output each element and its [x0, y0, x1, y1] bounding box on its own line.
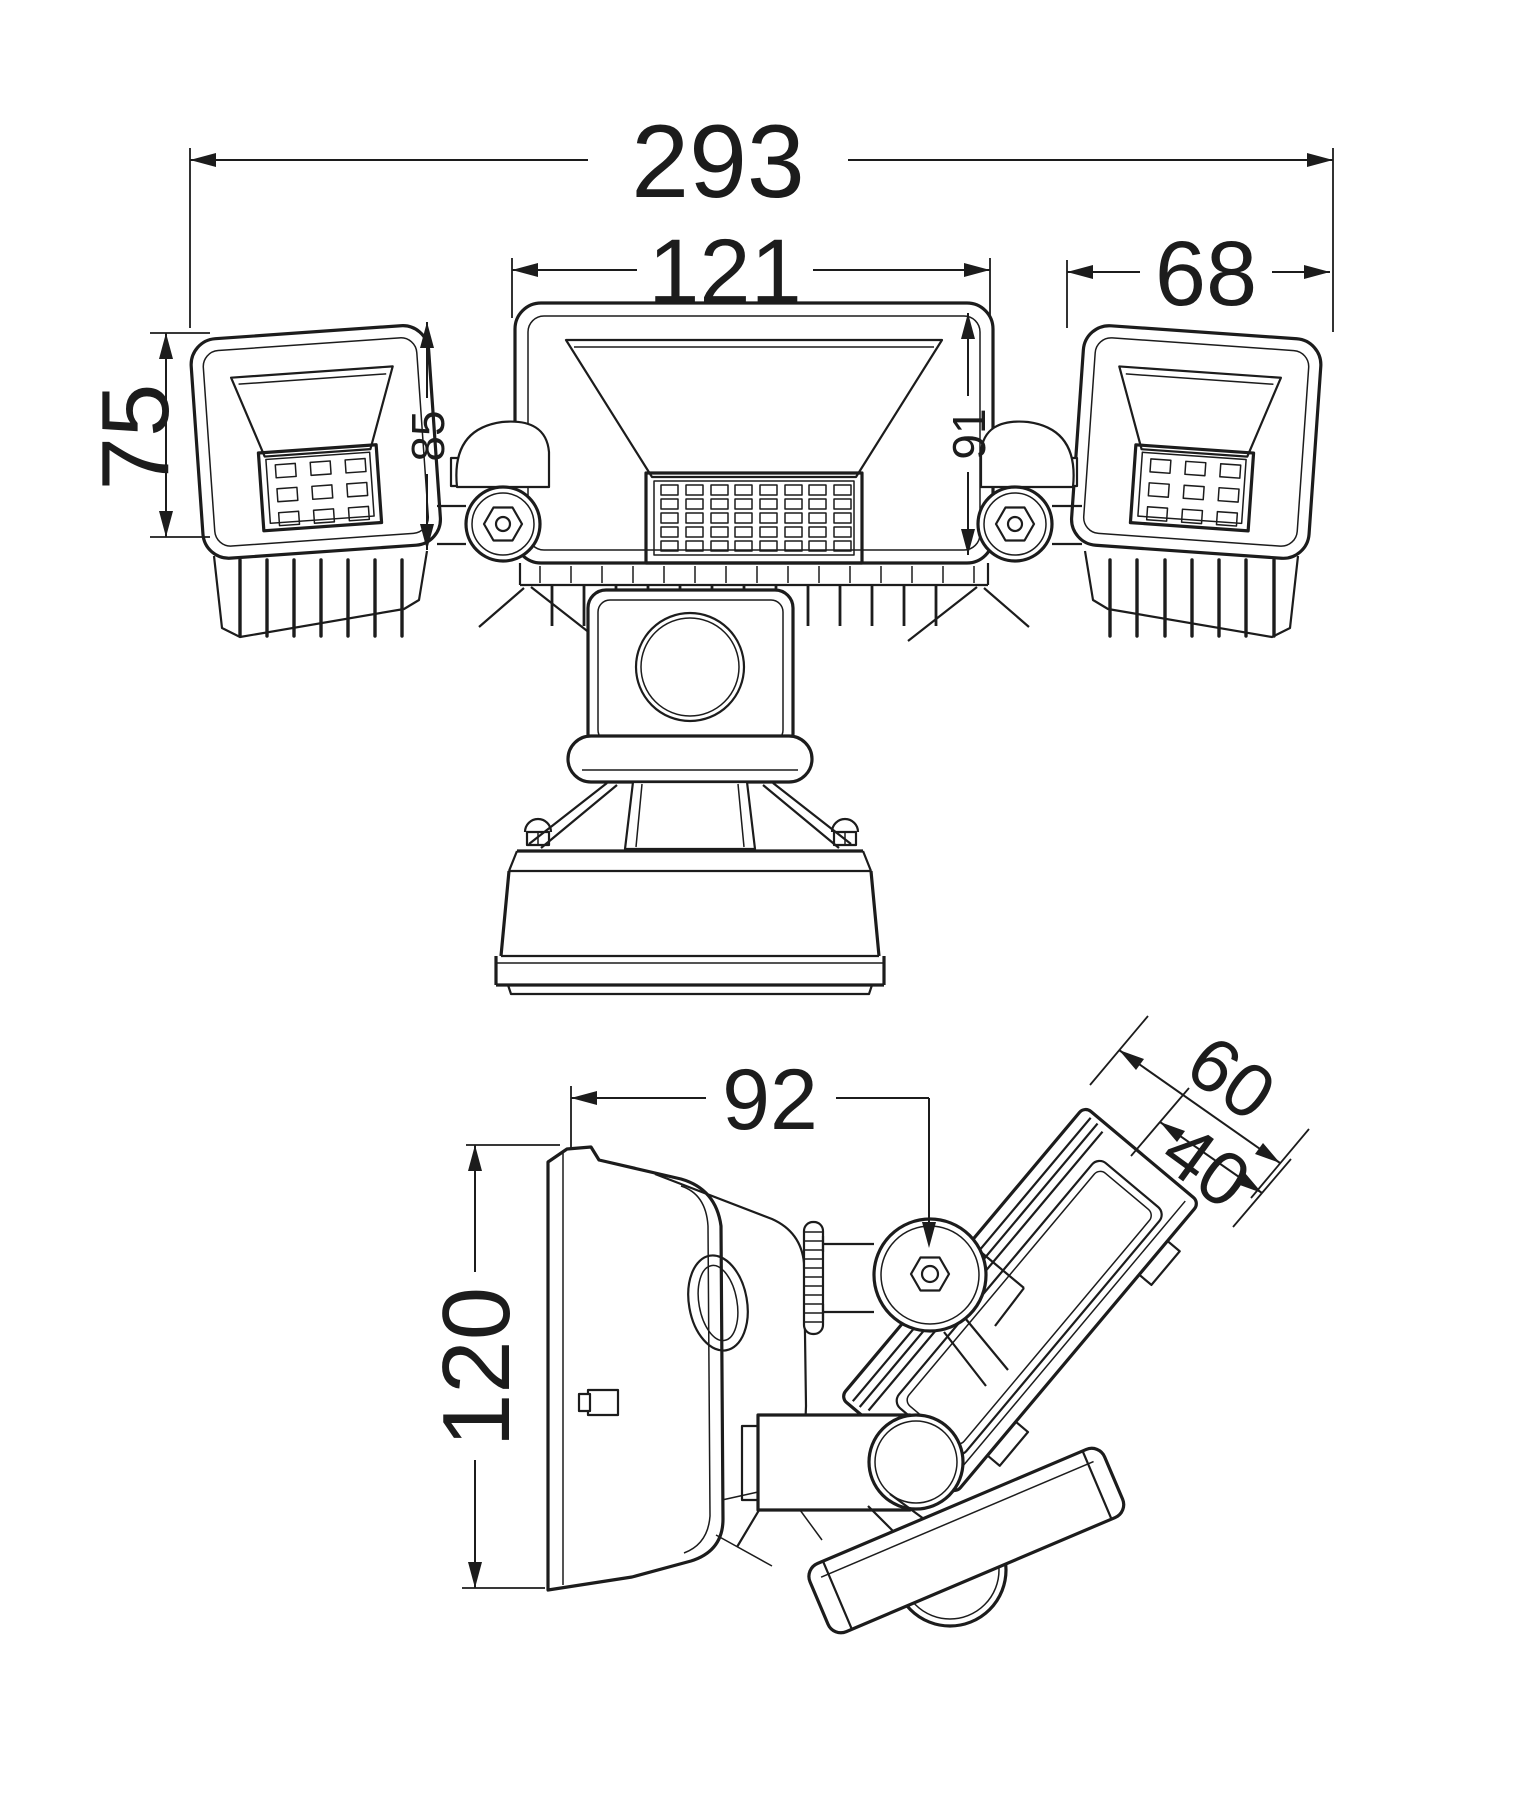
dim-label-overall-height: 120: [423, 1287, 530, 1447]
dim-body-depth: 92: [570, 1052, 936, 1248]
dim-side-head-face-height: 85: [402, 322, 454, 550]
left-head-led-grid: [274, 457, 371, 527]
center-head-fin-ticks: [539, 566, 975, 583]
knurled-adjuster: [802, 1220, 874, 1336]
side-view-sensor: [807, 1446, 1126, 1635]
motion-sensor-module: [566, 588, 814, 784]
right-head-heatsink-pins: [1108, 558, 1276, 638]
dim-overall-height: 120: [423, 1144, 560, 1589]
dim-center-head-width: 121: [511, 221, 991, 323]
dim-side-head-width: 68: [1066, 223, 1330, 328]
pir-sensor-lens: [634, 611, 746, 723]
left-hinge: [437, 420, 551, 563]
right-lamp-head: [1069, 324, 1323, 560]
dim-label-center-head-width: 121: [648, 221, 802, 323]
dim-label-body-depth: 92: [722, 1052, 818, 1148]
center-head-led-grid: [660, 484, 852, 552]
side-view-center-head: [715, 1413, 965, 1567]
right-head-heatsink-tray: [1083, 550, 1300, 639]
dim-label-side-head-width: 68: [1155, 223, 1257, 325]
left-lamp-head: [189, 324, 443, 560]
right-head-led-grid: [1145, 458, 1242, 527]
dim-overall-width: 293: [189, 104, 1334, 332]
pivot-knuckle: [872, 1217, 1025, 1387]
dim-side-head-height: 75: [82, 332, 210, 538]
dim-center-head-face-height: 91: [943, 313, 995, 555]
dim-label-side-head-height: 75: [82, 384, 189, 491]
canopy-screw-slot: [687, 1254, 749, 1352]
left-hinge-bolt-icon: [482, 506, 524, 542]
pivot-bolt-icon: [909, 1256, 951, 1292]
side-view-canopy: [546, 1145, 808, 1592]
front-view: 293 121 68 75: [82, 104, 1334, 996]
mounting-base: [494, 817, 886, 996]
right-hinge: [976, 420, 1082, 563]
dim-label-side-head-face-height: 85: [402, 410, 454, 461]
dim-label-overall-width: 293: [631, 104, 805, 220]
locking-screw: [586, 1388, 620, 1417]
side-view: 92 120 60: [423, 1015, 1310, 1635]
mounting-neck: [528, 780, 852, 851]
dim-label-center-head-face-height: 91: [943, 408, 995, 459]
left-head-heatsink-pins: [238, 558, 404, 638]
right-hinge-bolt-icon: [994, 506, 1036, 542]
